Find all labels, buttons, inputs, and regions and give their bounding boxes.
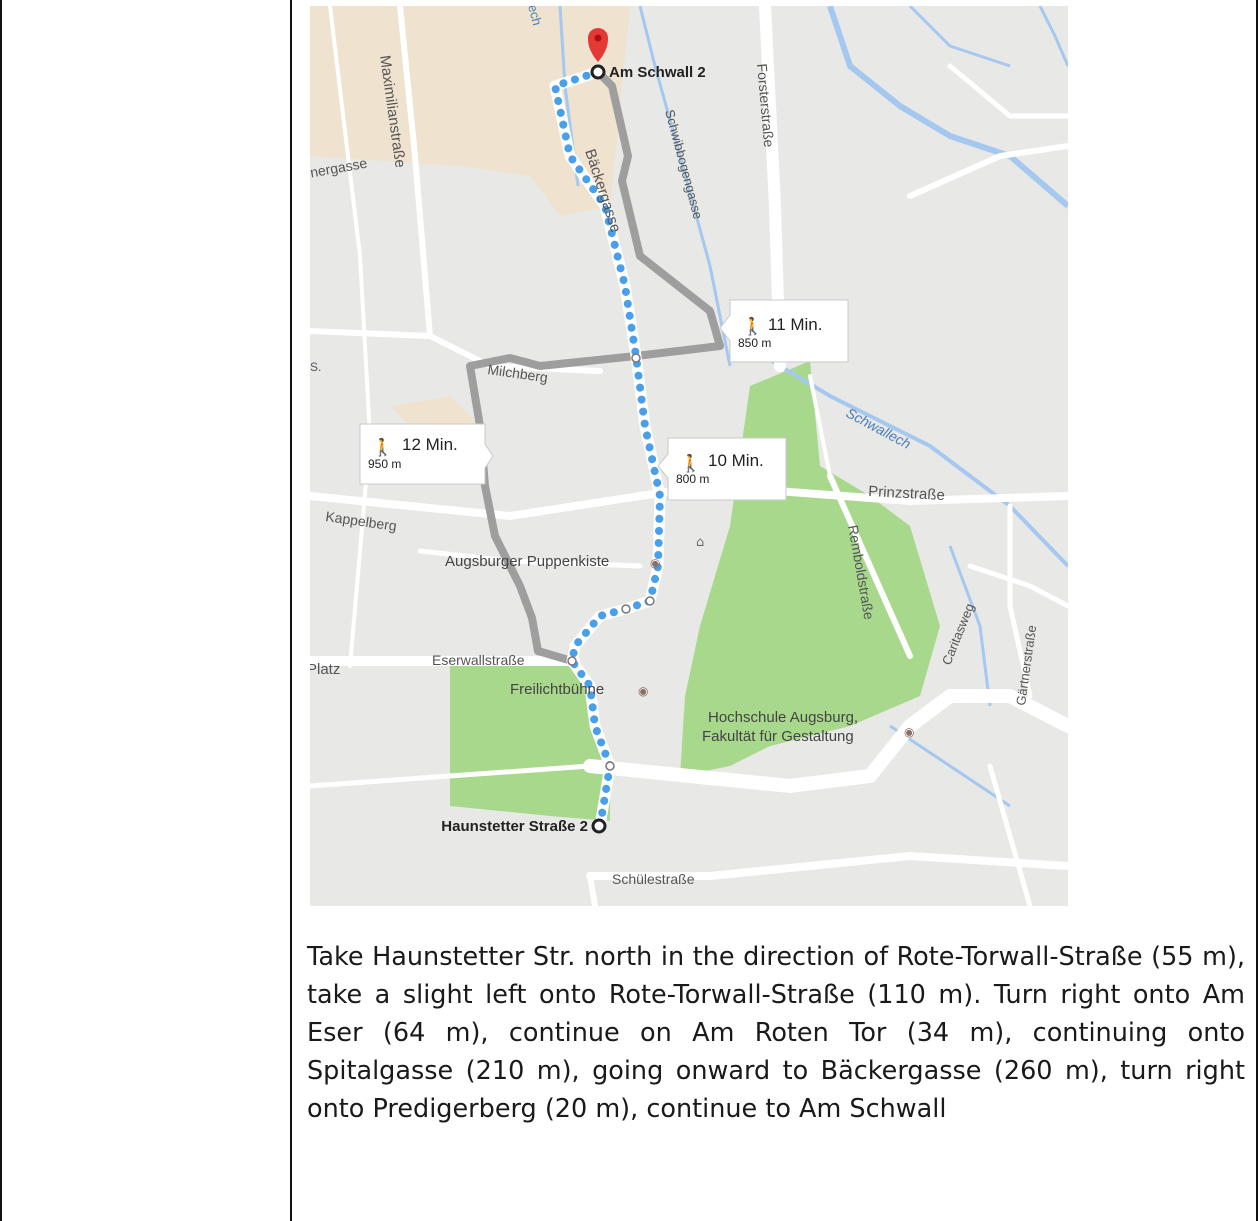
hochschule-poi-icon[interactable]: ◉ [904, 725, 914, 739]
origin-marker[interactable] [591, 818, 607, 834]
map-pin-icon[interactable] [588, 28, 608, 62]
place-label-freilichtbuehne: Freilichtbühne [510, 681, 604, 698]
street-label-forsterstrasse: Forsterstraße [754, 63, 777, 148]
route-info-box-12min[interactable]: 🚶 12 Min. 950 m [359, 423, 494, 485]
route-distance-850m: 850 m [738, 336, 771, 350]
walking-icon: 🚶 [680, 453, 701, 474]
place-label-puppenkiste: Augsburger Puppenkiste [445, 553, 609, 570]
old-town-area [310, 6, 630, 216]
route-distance-800m: 800 m [676, 472, 709, 486]
walking-icon: 🚶 [372, 437, 393, 458]
route-time-12min: 12 Min. [402, 435, 458, 454]
destination-label: Am Schwall 2 [609, 64, 706, 81]
park-freilichtbuehne [450, 656, 610, 821]
route-time-10min: 10 Min. [708, 451, 764, 470]
route-info-box-11min[interactable]: 🚶 11 Min. 850 m [719, 299, 849, 363]
selected-route-dots [551, 68, 664, 830]
place-label-hochschule-line2: Fakultät für Gestaltung [702, 728, 854, 745]
map-pin-center [594, 34, 602, 42]
alt-route-west [466, 352, 640, 665]
puppenkiste-poi-icon[interactable]: ◉ [650, 556, 660, 570]
route-description: Take Haunstetter Str. north in the direc… [307, 942, 1245, 1124]
street-label-platz: Platz [310, 661, 340, 678]
walking-icon: 🚶 [742, 316, 763, 337]
street-label-ech: ech [525, 6, 545, 27]
route-distance-950m: 950 m [368, 457, 401, 471]
destination-marker[interactable] [588, 28, 608, 80]
place-label-hochschule-line1: Hochschule Augsburg, [708, 709, 858, 726]
map-canvas[interactable]: Maximilianstraße inergasse Bäckergasse S… [310, 6, 1068, 906]
museum-poi-icon[interactable]: ⌂ [696, 535, 704, 550]
origin-label: Haunstetter Straße 2 [441, 818, 588, 835]
destination-dot [590, 64, 606, 80]
street-label-eserwallstrasse: Eserwallstraße [432, 652, 525, 668]
route-nodes [567, 353, 655, 771]
alt-route-east [594, 68, 724, 360]
route-info-box-10min[interactable]: 🚶 10 Min. 800 m [657, 437, 787, 501]
route-time-11min: 11 Min. [768, 315, 823, 334]
table-column-divider [290, 0, 292, 1221]
street-label-s: S. [310, 360, 321, 374]
alternative-routes [466, 68, 724, 665]
route-map[interactable]: Maximilianstraße inergasse Bäckergasse S… [310, 6, 1068, 906]
freilichtbuehne-poi-icon[interactable]: ◉ [638, 684, 648, 698]
street-label-prinzstrasse: Prinzstraße [868, 483, 945, 504]
street-label-schuelestrasse: Schülestraße [612, 871, 695, 887]
